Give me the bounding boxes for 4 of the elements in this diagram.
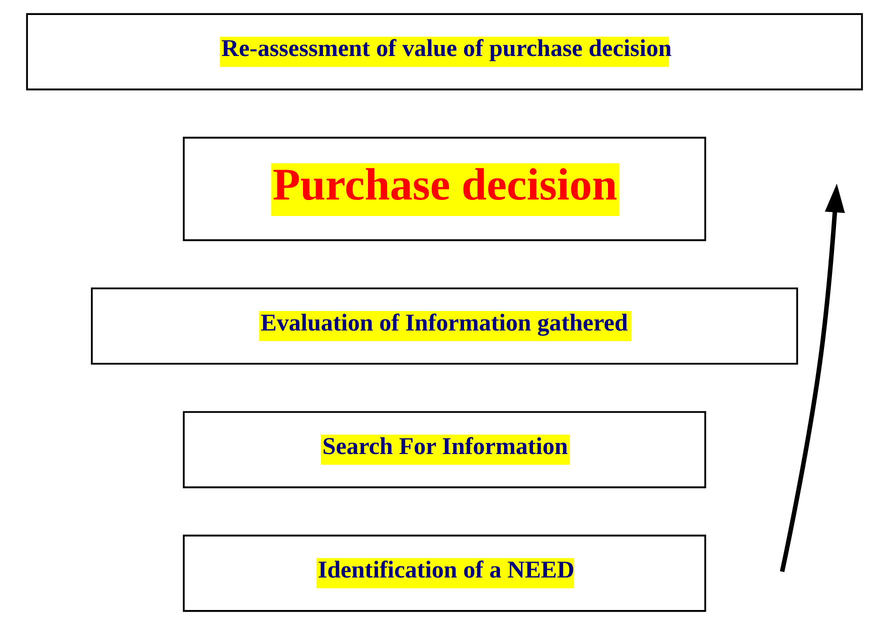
node-box: Purchase decision <box>182 136 706 242</box>
node-box: Evaluation of Information gathered <box>90 287 798 365</box>
node-box: Search For Information <box>182 411 706 488</box>
node-box: Identification of a NEED <box>182 534 706 612</box>
